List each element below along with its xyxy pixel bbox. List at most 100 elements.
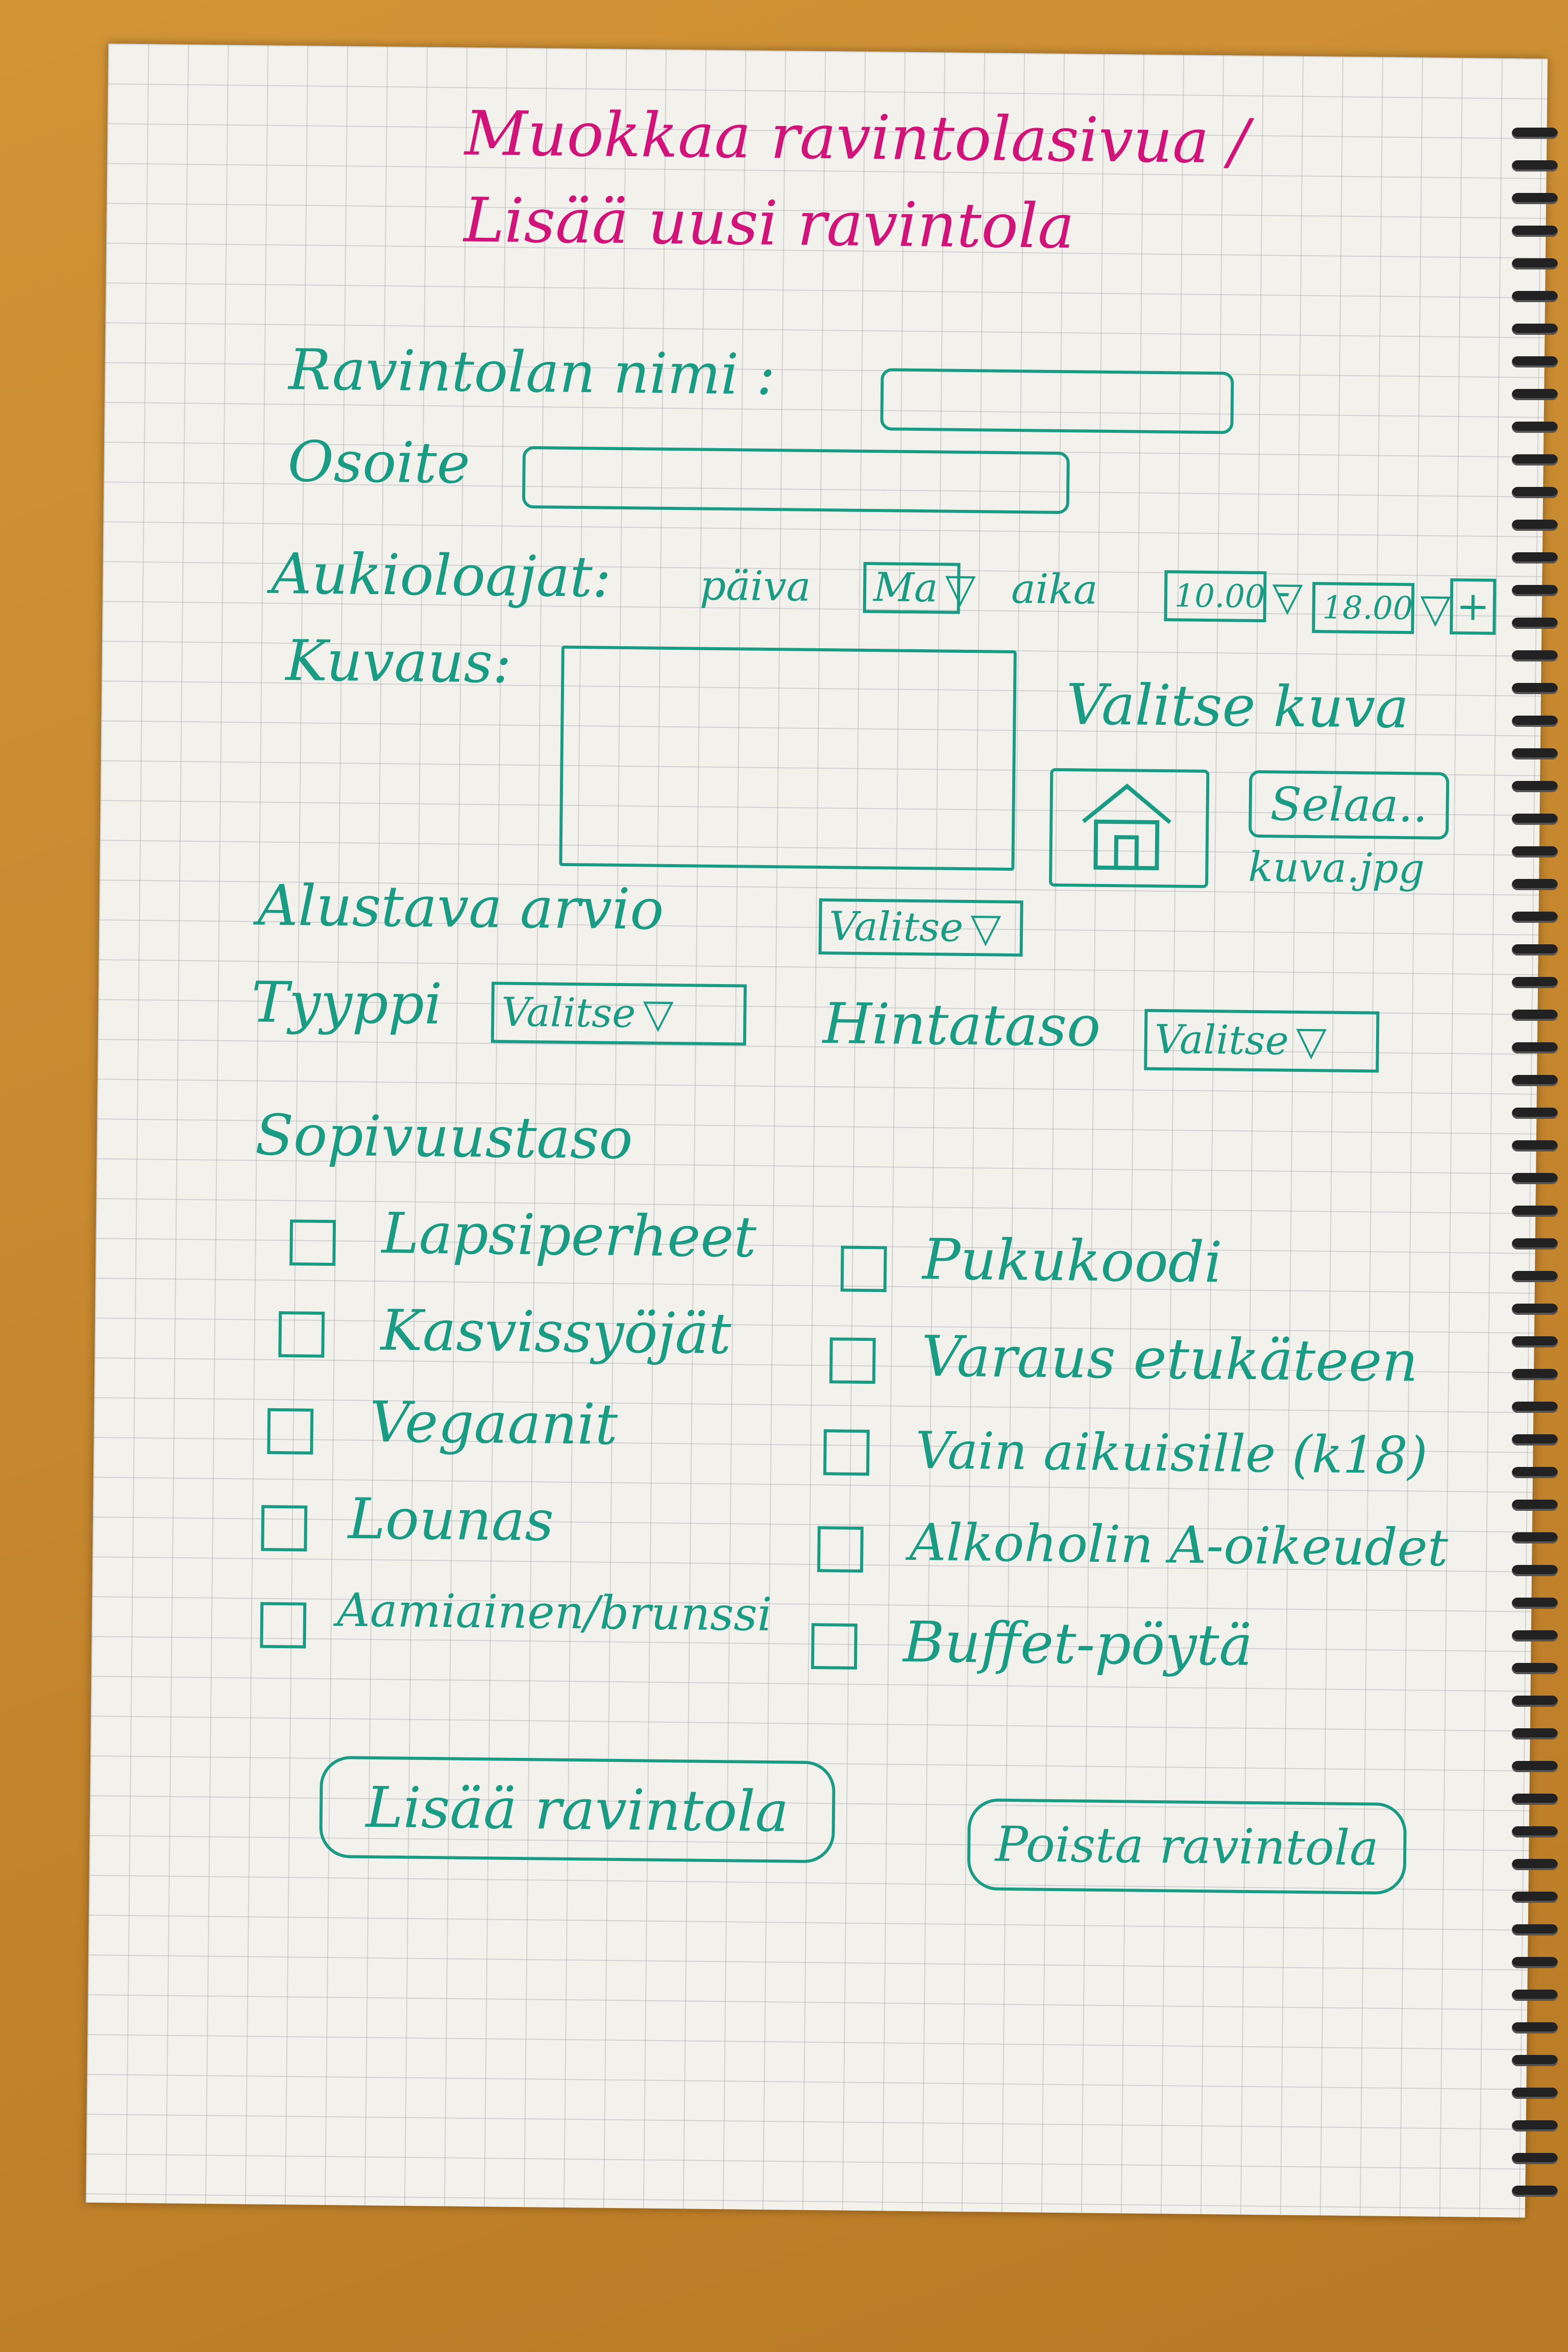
spiral-coil bbox=[1512, 552, 1558, 564]
name-label: Ravintolan nimi : bbox=[288, 337, 776, 408]
spiral-coil bbox=[1512, 814, 1558, 825]
checkbox-varaus[interactable] bbox=[829, 1337, 876, 1384]
browse-button[interactable]: Selaa.. bbox=[1248, 770, 1450, 840]
dropdown-triangle-icon: ▽ bbox=[970, 905, 1001, 951]
spiral-coil bbox=[1512, 454, 1558, 465]
dropdown-triangle-icon: ▽ bbox=[1295, 1018, 1327, 1065]
spiral-coil bbox=[1512, 1271, 1558, 1282]
checkbox-aamiainen[interactable] bbox=[260, 1602, 307, 1649]
initial-rating-select[interactable]: Valitse ▽ bbox=[818, 898, 1023, 957]
spiral-coil bbox=[1512, 1500, 1558, 1511]
spiral-coil bbox=[1512, 520, 1558, 531]
plus-icon: + bbox=[1456, 583, 1490, 630]
spiral-coil bbox=[1512, 879, 1558, 890]
spiral-coil bbox=[1512, 1924, 1558, 1935]
spiral-coil bbox=[1512, 618, 1558, 629]
spiral-coil bbox=[1512, 1532, 1558, 1544]
day-select[interactable]: Ma ▽ bbox=[863, 561, 976, 614]
choose-image-label: Valitse kuva bbox=[1066, 672, 1409, 741]
spiral-coil bbox=[1512, 1108, 1558, 1119]
spiral-coil bbox=[1512, 1402, 1558, 1413]
spiral-coil bbox=[1512, 1336, 1558, 1348]
day-label: päiva bbox=[699, 561, 812, 610]
spiral-coil bbox=[1512, 1598, 1558, 1609]
checkbox-label: Alkoholin A-oikeudet bbox=[909, 1512, 1449, 1578]
end-time-select[interactable]: 18.00 ▽ bbox=[1312, 582, 1451, 634]
checkbox-label: Vain aikuisille (k18) bbox=[915, 1420, 1428, 1486]
start-time-value: 10.00 bbox=[1174, 577, 1265, 616]
delete-restaurant-button[interactable]: Poista ravintola bbox=[967, 1798, 1407, 1895]
spiral-coil bbox=[1512, 944, 1558, 955]
spiral-coil bbox=[1512, 258, 1558, 270]
description-textarea[interactable] bbox=[559, 645, 1017, 871]
notebook-page: Muokkaa ravintolasivua / Lisää uusi ravi… bbox=[85, 43, 1548, 2218]
page-title-line2: Lisää uusi ravintola bbox=[463, 185, 1075, 263]
type-select[interactable]: Valitse ▽ bbox=[491, 982, 747, 1046]
checkbox-label: Lapsiperheet bbox=[381, 1200, 757, 1270]
spiral-coil bbox=[1512, 1696, 1558, 1707]
address-label: Osoite bbox=[287, 429, 471, 496]
price-level-select[interactable]: Valitse ▽ bbox=[1144, 1009, 1380, 1073]
checkbox-aikuisille[interactable] bbox=[823, 1429, 870, 1476]
spiral-coil bbox=[1512, 1173, 1558, 1184]
checkbox-label: Lounas bbox=[348, 1486, 554, 1554]
spiral-coil bbox=[1512, 1140, 1558, 1152]
spiral-coil bbox=[1512, 1304, 1558, 1315]
spiral-coil bbox=[1512, 1859, 1558, 1870]
type-value: Valitse bbox=[501, 989, 636, 1037]
spiral-coil bbox=[1512, 2186, 1558, 2197]
add-hours-button[interactable]: + bbox=[1450, 578, 1497, 635]
spiral-coil bbox=[1512, 324, 1558, 335]
checkbox-buffet[interactable] bbox=[811, 1623, 857, 1670]
checkbox-lapsiperheet[interactable] bbox=[289, 1219, 336, 1266]
spiral-coil bbox=[1512, 716, 1558, 727]
spiral-coil bbox=[1512, 128, 1558, 139]
checkbox-label: Buffet-pöytä bbox=[902, 1609, 1253, 1678]
description-label: Kuvaus: bbox=[285, 628, 512, 696]
checkbox-label: Pukukoodi bbox=[922, 1227, 1223, 1295]
start-time-select[interactable]: 10.00 ▽ bbox=[1164, 570, 1303, 623]
spiral-coil bbox=[1512, 2120, 1558, 2132]
spiral-coil bbox=[1512, 1075, 1558, 1086]
checkbox-vegaanit[interactable] bbox=[267, 1408, 314, 1455]
type-label: Tyyppi bbox=[251, 969, 443, 1037]
spiral-coil bbox=[1512, 291, 1558, 302]
image-preview bbox=[1049, 768, 1210, 889]
spiral-coil bbox=[1512, 1467, 1558, 1478]
spiral-coil bbox=[1512, 226, 1558, 237]
spiral-coil bbox=[1512, 1990, 1558, 2001]
spiral-coil bbox=[1512, 160, 1558, 172]
checkbox-alkoholi[interactable] bbox=[817, 1526, 864, 1573]
checkbox-label: Aamiainen/brunssi bbox=[336, 1583, 773, 1642]
spiral-coil bbox=[1512, 781, 1558, 792]
spiral-coil bbox=[1512, 2055, 1558, 2066]
spiral-coil bbox=[1512, 748, 1558, 760]
add-restaurant-button[interactable]: Lisää ravintola bbox=[319, 1755, 836, 1864]
spiral-coil bbox=[1512, 1010, 1558, 1021]
price-level-label: Hintataso bbox=[822, 991, 1101, 1059]
time-label: aika bbox=[1011, 565, 1098, 614]
price-level-value: Valitse bbox=[1154, 1016, 1289, 1064]
checkbox-kasvissyojat[interactable] bbox=[278, 1311, 325, 1358]
address-input[interactable] bbox=[522, 446, 1070, 514]
spiral-coil bbox=[1512, 683, 1558, 694]
spiral-coil bbox=[1512, 1892, 1558, 1903]
day-select-value: Ma bbox=[873, 565, 938, 611]
page-title-line1: Muokkaa ravintolasivua / bbox=[464, 98, 1250, 178]
spiral-coil bbox=[1512, 422, 1558, 433]
end-time-value: 18.00 bbox=[1322, 589, 1413, 627]
spiral-coil bbox=[1512, 650, 1558, 662]
spiral-coil bbox=[1512, 1369, 1558, 1380]
spiral-coil bbox=[1512, 1663, 1558, 1674]
spiral-coil bbox=[1512, 977, 1558, 988]
spiral-coil bbox=[1512, 1761, 1558, 1772]
time-range-dash: - bbox=[1276, 568, 1291, 616]
spiral-coil bbox=[1512, 389, 1558, 400]
spiral-coil bbox=[1512, 1728, 1558, 1739]
checkbox-pukukoodi[interactable] bbox=[840, 1245, 887, 1292]
spiral-coil bbox=[1512, 193, 1558, 204]
spiral-coil bbox=[1512, 1565, 1558, 1576]
name-input[interactable] bbox=[880, 368, 1234, 434]
checkbox-label: Vegaanit bbox=[369, 1389, 618, 1457]
checkbox-lounas[interactable] bbox=[261, 1505, 308, 1552]
